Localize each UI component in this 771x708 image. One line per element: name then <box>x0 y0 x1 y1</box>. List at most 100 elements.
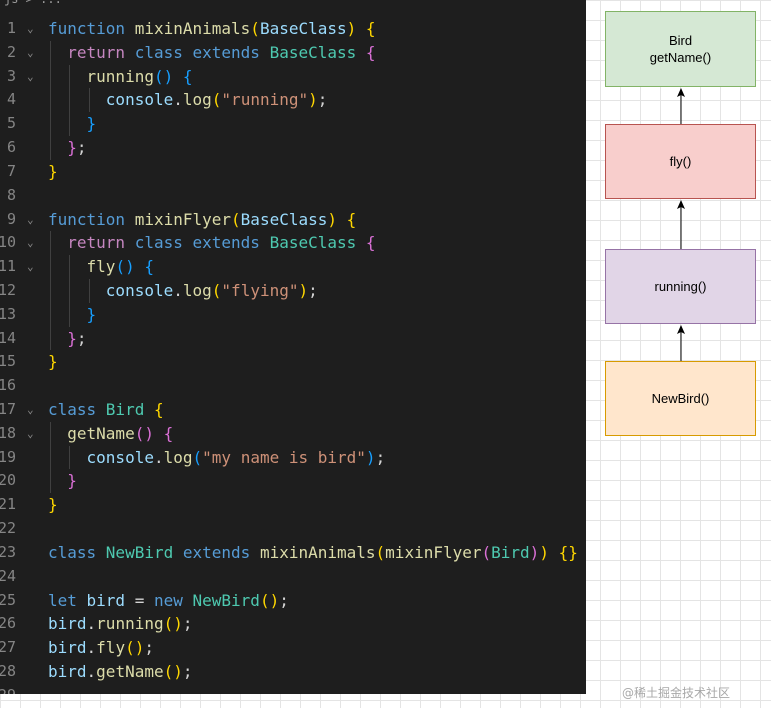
inherit-arrow-fly-bird <box>677 88 685 124</box>
code-token: mixinFlyer <box>134 209 232 229</box>
code-line[interactable]: 14 }; <box>0 326 586 351</box>
code-token: bird <box>86 590 126 610</box>
code-token <box>48 448 87 467</box>
indent-guide <box>50 64 51 89</box>
fold-chevron-icon[interactable]: ⌄ <box>27 45 34 59</box>
code-token: { <box>365 19 376 38</box>
code-token: bird <box>48 661 87 681</box>
code-token <box>48 233 67 252</box>
code-line[interactable]: 4 console.log("running"); <box>0 88 586 113</box>
code-line[interactable]: 3⌄ running() { <box>0 64 586 89</box>
code-line[interactable]: 16 <box>0 374 586 398</box>
code-text: console.log("my name is bird"); <box>48 446 386 470</box>
code-line[interactable]: 7} <box>0 160 586 184</box>
line-number: 5 <box>6 114 16 133</box>
code-line[interactable]: 21} <box>0 493 586 517</box>
code-token <box>356 43 366 62</box>
code-line[interactable]: 20 } <box>0 469 586 494</box>
code-token: } <box>48 352 58 372</box>
code-token: running <box>86 66 154 86</box>
code-token <box>135 257 145 276</box>
fold-chevron-icon[interactable]: ⌄ <box>27 22 34 35</box>
code-line[interactable]: 17⌄class Bird { <box>0 398 586 422</box>
code-line[interactable]: 25 let bird = new NewBird(); <box>0 589 586 613</box>
code-text: } <box>48 160 58 184</box>
code-token: log <box>163 447 193 467</box>
code-line[interactable]: 13 } <box>0 302 586 327</box>
code-line[interactable]: 5 } <box>0 112 586 137</box>
class-box-newbird[interactable]: NewBird() <box>605 361 756 436</box>
code-line[interactable]: 29 <box>0 684 586 694</box>
code-text: return class extends BaseClass { <box>48 41 375 65</box>
code-token <box>48 424 67 443</box>
code-text: } <box>48 303 97 327</box>
code-line[interactable]: 18⌄ getName() { <box>0 421 586 446</box>
code-token: () <box>153 66 174 86</box>
fold-chevron-icon[interactable]: ⌄ <box>27 69 34 83</box>
code-token <box>48 67 87 86</box>
code-area[interactable]: 1⌄function mixinAnimals(BaseClass) {2⌄ r… <box>0 17 586 694</box>
code-token <box>48 329 67 348</box>
watermark: @稀土掘金技术社区 <box>622 686 731 700</box>
code-line[interactable]: 1⌄function mixinAnimals(BaseClass) { <box>0 17 586 41</box>
code-token: ) <box>327 209 338 229</box>
code-token: bird <box>48 638 87 658</box>
code-token: console <box>86 447 154 467</box>
code-line[interactable]: 9⌄function mixinFlyer(BaseClass) { <box>0 208 586 232</box>
code-token: ; <box>317 90 328 110</box>
breadcrumb[interactable]: js > ... <box>0 0 62 8</box>
fold-chevron-icon[interactable]: ⌄ <box>27 426 34 440</box>
code-token: . <box>173 90 183 110</box>
code-token <box>48 281 106 300</box>
box-label: running() <box>654 279 707 294</box>
code-token: } <box>67 328 77 348</box>
code-token: ; <box>144 638 154 658</box>
code-line[interactable]: 24 <box>0 565 586 589</box>
line-number: 27 <box>0 638 17 657</box>
code-token: } <box>86 114 97 134</box>
box-label: fly() <box>669 154 692 169</box>
code-token: ; <box>308 280 318 300</box>
code-token: ( <box>250 19 260 38</box>
line-number: 25 <box>0 590 17 609</box>
code-token <box>48 471 67 490</box>
code-token: mixinAnimals <box>259 542 376 562</box>
indent-guide <box>50 112 51 137</box>
code-token: } <box>67 471 77 491</box>
code-token: ) <box>539 542 549 562</box>
fold-chevron-icon[interactable]: ⌄ <box>27 236 34 250</box>
line-number: 10 <box>0 233 17 252</box>
code-line[interactable]: 6 }; <box>0 136 586 160</box>
code-line[interactable]: 2⌄ return class extends BaseClass { <box>0 40 586 65</box>
code-token: . <box>153 447 164 467</box>
code-token: ; <box>375 447 386 467</box>
code-token: ) <box>346 19 357 38</box>
code-line[interactable]: 11⌄ fly() { <box>0 255 586 279</box>
code-line[interactable]: 8 <box>0 184 586 208</box>
code-line[interactable]: 12 console.log("flying"); <box>0 278 586 303</box>
code-line[interactable]: 19 console.log("my name is bird"); <box>0 445 586 470</box>
code-token: mixinAnimals <box>134 19 251 38</box>
code-token: Bird <box>491 542 530 562</box>
fold-chevron-icon[interactable]: ⌄ <box>27 260 34 274</box>
line-number: 21 <box>0 495 17 514</box>
code-editor[interactable]: js > ... 1⌄function mixinAnimals(BaseCla… <box>0 0 586 694</box>
code-line[interactable]: 22 <box>0 517 586 541</box>
fold-chevron-icon[interactable]: ⌄ <box>27 403 34 416</box>
code-line[interactable]: 10⌄ return class extends BaseClass { <box>0 231 586 256</box>
code-token: BaseClass <box>269 42 357 62</box>
code-token: console <box>105 90 174 110</box>
fold-chevron-icon[interactable]: ⌄ <box>27 212 34 226</box>
code-text: getName() { <box>48 422 173 446</box>
code-line[interactable]: 15} <box>0 350 586 374</box>
code-text: let bird = new NewBird(); <box>48 589 289 613</box>
code-token: running <box>96 614 164 634</box>
indent-guide <box>50 40 51 65</box>
class-box-fly[interactable]: fly() <box>605 124 756 199</box>
class-box-running[interactable]: running() <box>605 249 756 324</box>
